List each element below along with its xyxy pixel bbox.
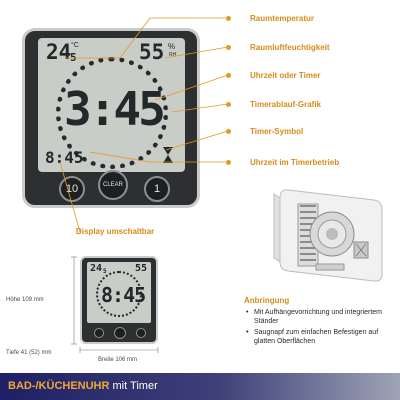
temperature-decimal: 5 <box>70 51 77 64</box>
main-lcd-display: 24 5 °C 55 % RH 3:45 8:45 <box>38 38 185 172</box>
callout-uhrzeit-timerbetrieb: Uhrzeit im Timerbetrieb <box>250 158 340 167</box>
button-1-minute[interactable]: 1 <box>144 176 170 202</box>
clock-time: 3:45 <box>64 82 166 136</box>
small-button-right <box>136 328 146 338</box>
callout-dot <box>226 16 231 21</box>
callout-uhrzeit-timer: Uhrzeit oder Timer <box>250 71 321 80</box>
dimension-depth: Tiefe 41 (52) mm <box>6 350 52 356</box>
dimension-height: Höhe 109 mm <box>6 297 44 303</box>
temperature-unit: °C <box>71 42 79 49</box>
clear-button[interactable]: CLEAR <box>98 170 128 200</box>
callout-timer-symbol: Timer-Symbol <box>250 127 304 136</box>
callout-display-umschaltbar: Display umschaltbar <box>76 227 155 236</box>
timer-time: 8:45 <box>45 148 84 167</box>
callout-dot <box>226 73 231 78</box>
humidity-rh-label: RH <box>169 52 177 58</box>
small-button-center <box>114 327 126 339</box>
callout-dot <box>226 45 231 50</box>
footer-banner <box>0 373 400 400</box>
hourglass-icon <box>163 147 173 163</box>
anbringung-bullet: Saugnapf zum einfachen Befestigen auf gl… <box>246 328 396 346</box>
callout-dot <box>226 129 231 134</box>
temperature-value: 24 <box>46 40 72 64</box>
callout-timerablauf: Timerablauf-Grafik <box>250 100 321 109</box>
humidity-value: 55 <box>139 40 165 64</box>
small-lcd-display: 24 5 55 8:45 <box>87 262 151 323</box>
clock-back-view <box>273 189 383 282</box>
callout-raumtemperatur: Raumtemperatur <box>250 14 315 23</box>
callout-dot <box>226 160 231 165</box>
anbringung-bullet: Mit Aufhängevorrichtung und integriertem… <box>246 308 396 326</box>
small-timer-ring <box>96 271 142 317</box>
callout-raumluftfeuchtigkeit: Raumluftfeuchtigkeit <box>250 43 330 52</box>
footer-title-rest: mit Timer <box>109 380 158 392</box>
small-temperature-value: 24 <box>90 263 103 274</box>
timer-progress-ring <box>56 57 168 169</box>
button-10-minutes[interactable]: 10 <box>59 176 85 202</box>
dimension-width: Breite 106 mm <box>98 357 138 363</box>
small-clock-time: 8:45 <box>101 283 146 307</box>
humidity-unit: % <box>168 42 176 51</box>
small-temperature-decimal: 5 <box>103 268 107 275</box>
footer-title: BAD-/KÜCHENUHR mit Timer <box>8 380 158 392</box>
callout-dot <box>226 102 231 107</box>
footer-title-bold: BAD-/KÜCHENUHR <box>8 380 110 392</box>
small-humidity-value: 55 <box>135 263 148 274</box>
anbringung-title: Anbringung <box>244 296 290 305</box>
anbringung-list: Mit Aufhängevorrichtung und integriertem… <box>246 308 396 348</box>
small-button-left <box>94 328 104 338</box>
